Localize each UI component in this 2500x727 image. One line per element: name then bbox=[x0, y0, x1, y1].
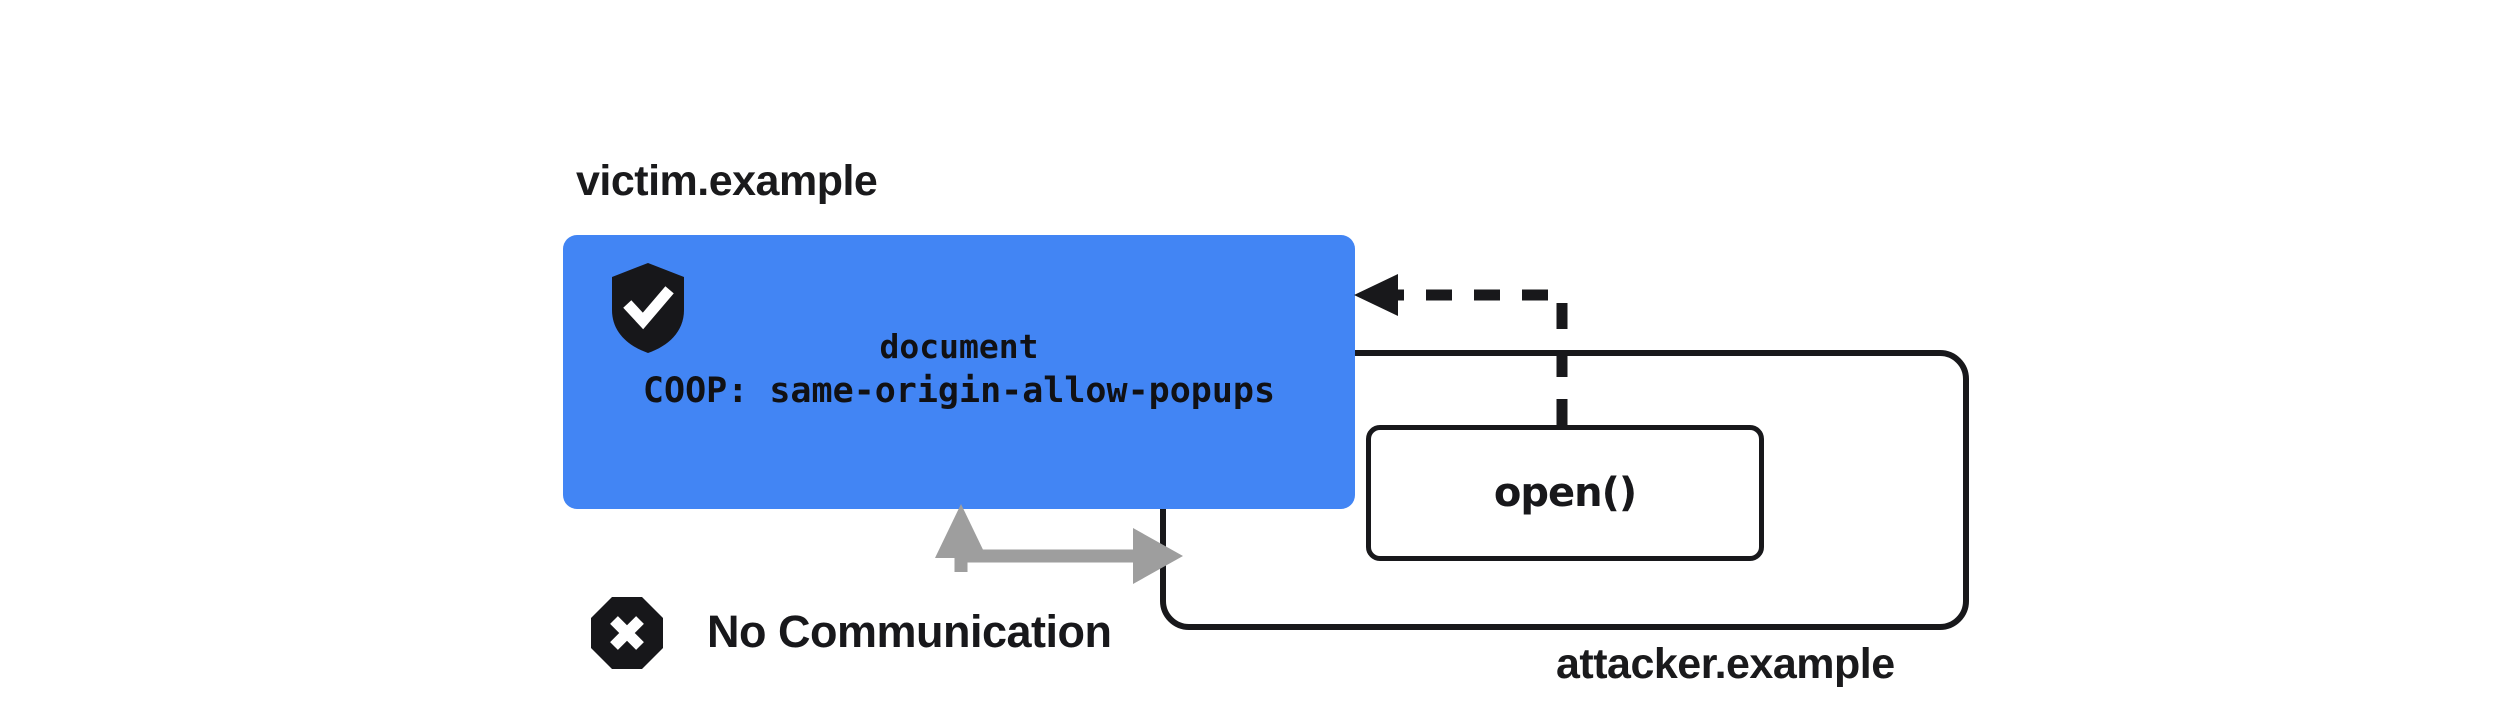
no-communication-arrow bbox=[935, 504, 1183, 584]
dashed-arrow-attacker-to-victim bbox=[1354, 274, 1568, 425]
open-call-label: open() bbox=[1493, 470, 1637, 516]
no-communication-label: No Communication bbox=[707, 606, 1112, 657]
open-call-box: open() bbox=[1366, 425, 1764, 561]
victim-document-box bbox=[563, 235, 1355, 509]
attacker-origin-label: attacker.example bbox=[1556, 640, 1895, 688]
victim-origin-label: victim.example bbox=[576, 157, 878, 205]
shield-check-icon bbox=[612, 263, 684, 353]
octagon-x-icon bbox=[591, 597, 663, 669]
